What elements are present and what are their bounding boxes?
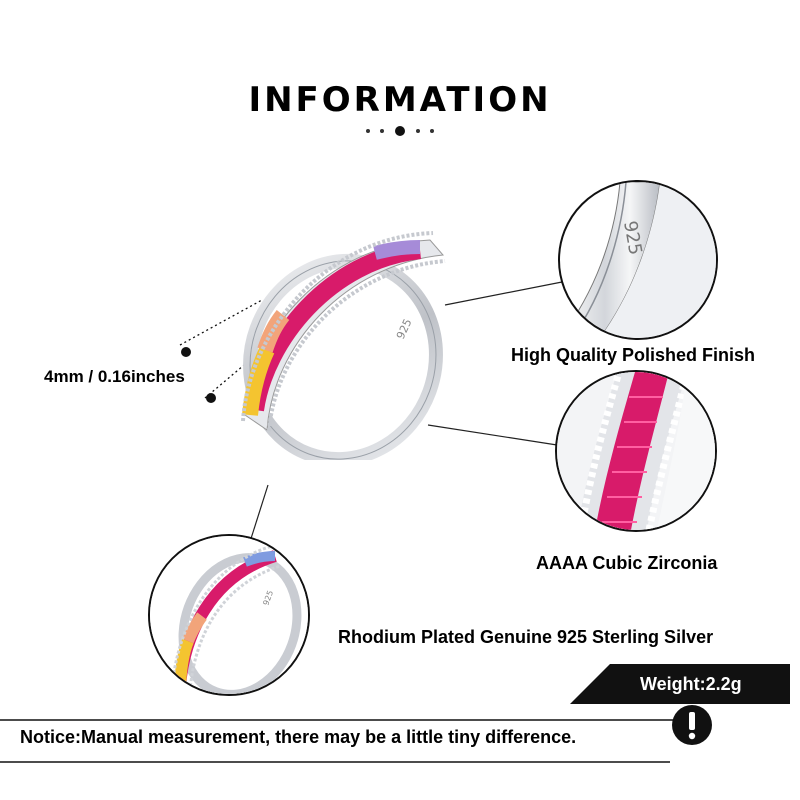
notice-frame [0, 719, 690, 763]
ring-side-detail-image: 925 [150, 536, 308, 694]
main-ring-image: 925 [241, 231, 446, 460]
measure-dot-top [181, 347, 191, 357]
stamp-detail-circle: 925 [558, 180, 718, 340]
page-title: INFORMATION [248, 80, 552, 120]
ring-stamp-detail-image: 925 [560, 182, 716, 338]
feature-label-silver: Rhodium Plated Genuine 925 Sterling Silv… [338, 627, 714, 647]
ring-stones-detail-image [557, 372, 715, 530]
weight-label: Weight:2.2g [640, 674, 742, 694]
side-detail-circle: 925 [148, 534, 310, 696]
feature-label-finish: High Quality Polished Finish [511, 345, 756, 365]
notice-text: Notice:Manual measurement, there may be … [20, 727, 577, 747]
exclamation-icon [672, 705, 712, 745]
measurement-label: 4mm / 0.16inches [44, 367, 185, 386]
measure-dot-bottom [206, 393, 216, 403]
stones-detail-circle [555, 370, 717, 532]
title-dots-divider [366, 126, 434, 136]
feature-label-zirconia: AAAA Cubic Zirconia [536, 553, 718, 573]
weight-badge [570, 664, 790, 704]
ring-stamp-text: 925 [394, 317, 415, 342]
